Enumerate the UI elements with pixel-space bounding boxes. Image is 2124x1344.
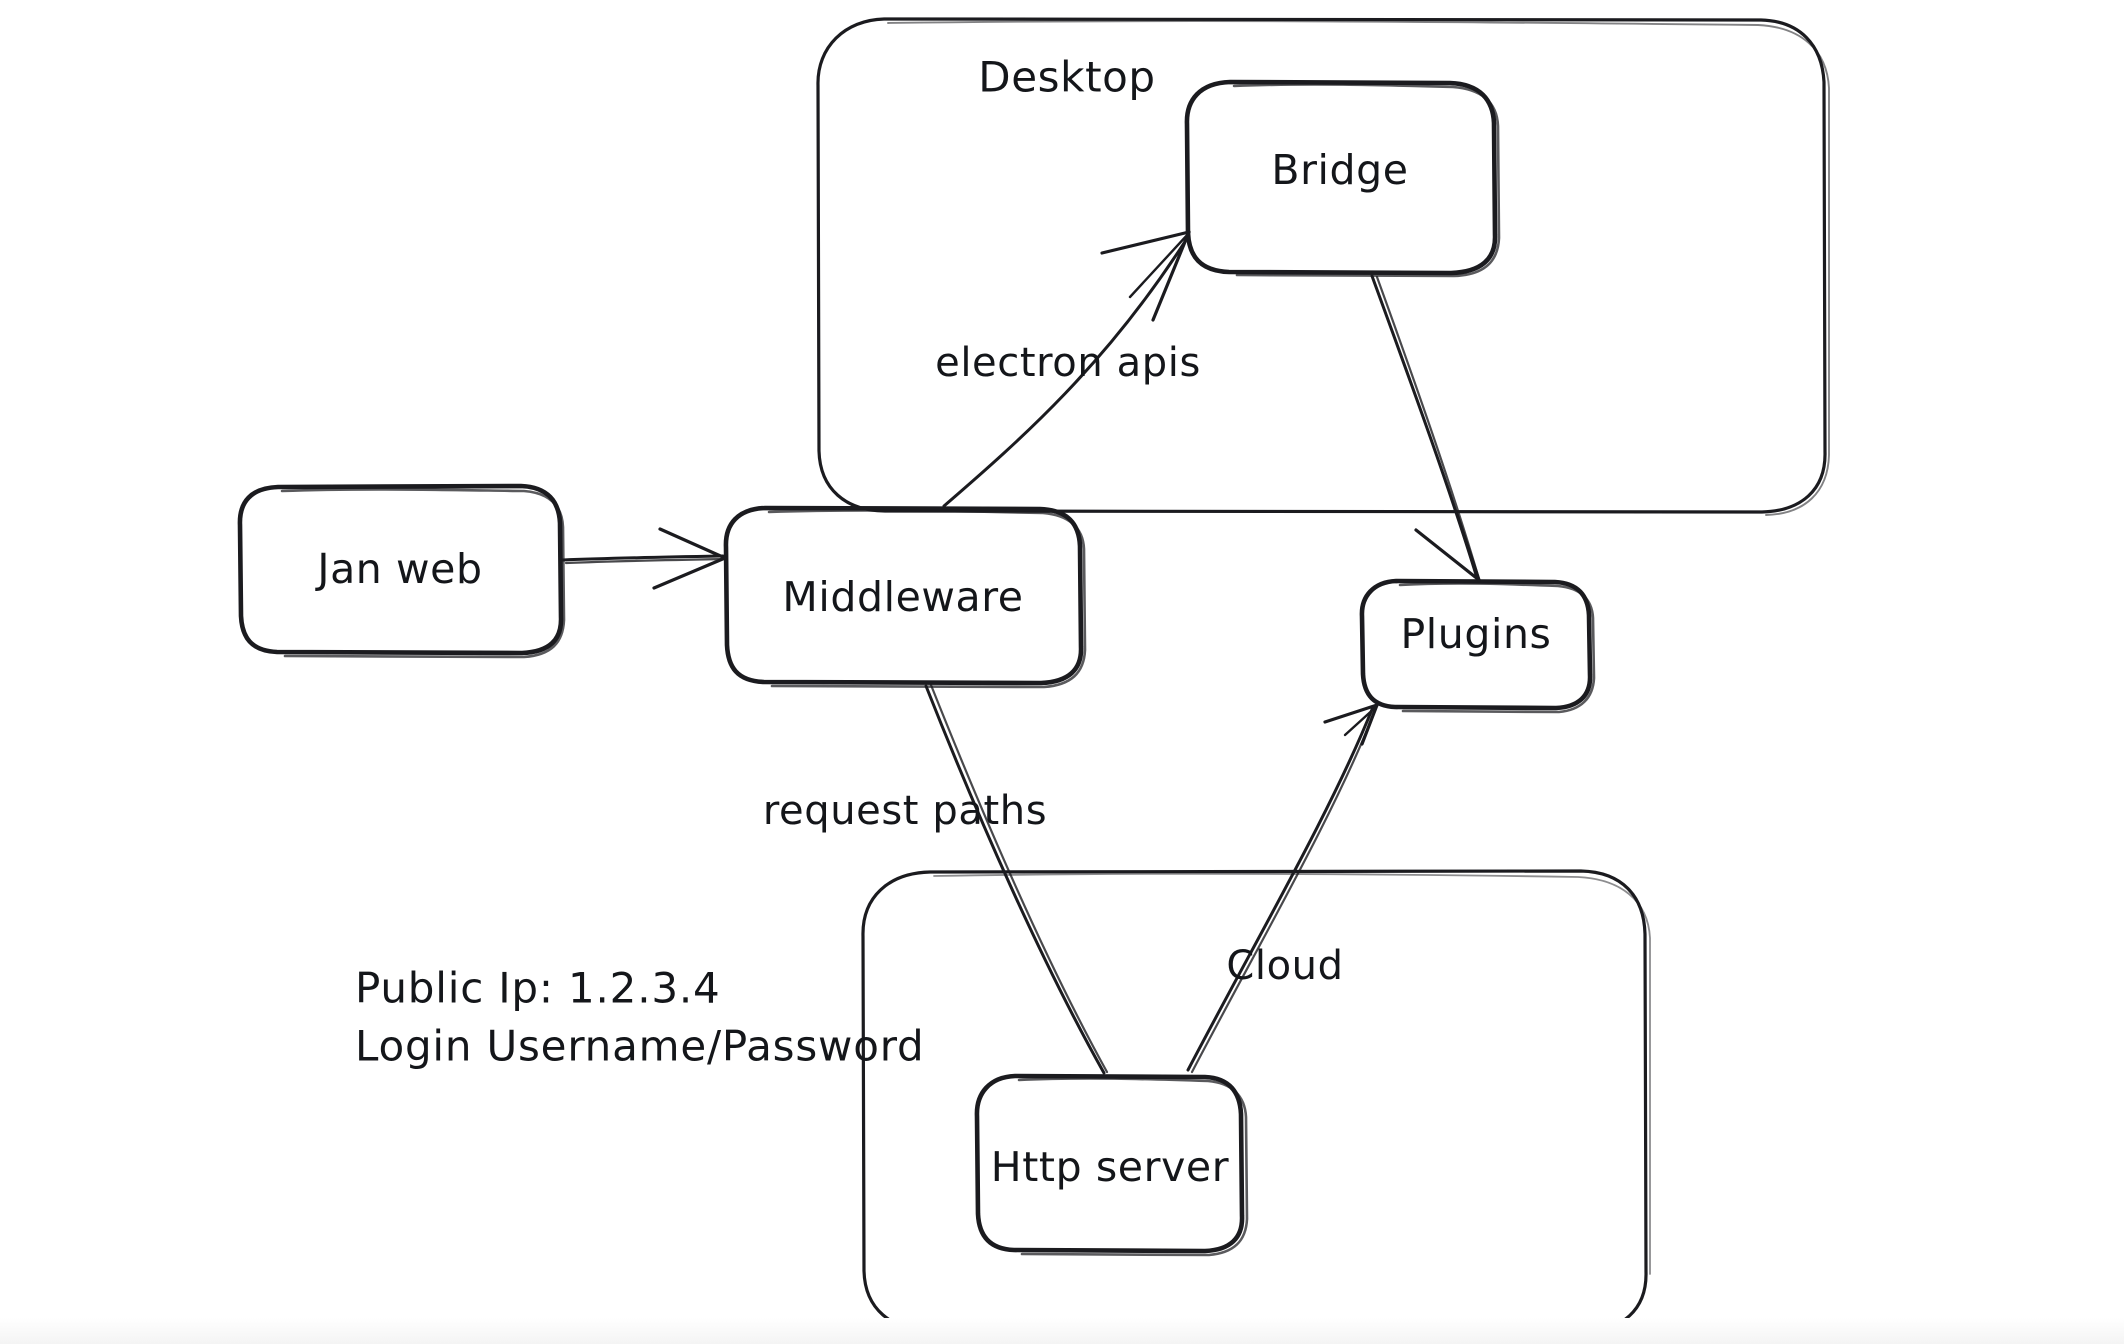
node-label-middleware: Middleware xyxy=(782,573,1023,621)
edge-label-cloud: Cloud xyxy=(1226,943,1343,989)
edge-label-request-paths: request paths xyxy=(763,788,1047,834)
node-jan-web[interactable]: Jan web xyxy=(237,483,566,659)
node-label-http-server: Http server xyxy=(991,1143,1229,1191)
note-line-login: Login Username/Password xyxy=(355,1022,925,1071)
node-http-server[interactable]: Http server xyxy=(974,1073,1249,1257)
node-bridge[interactable]: Bridge xyxy=(1184,79,1501,278)
node-middleware[interactable]: Middleware xyxy=(723,505,1087,689)
edge-janweb-to-middleware[interactable] xyxy=(561,527,727,590)
edge-middleware-to-bridge[interactable]: electron apis xyxy=(935,230,1201,508)
edge-middleware-to-httpserver[interactable]: request paths xyxy=(763,683,1109,1075)
node-label-jan-web: Jan web xyxy=(314,545,482,593)
node-label-bridge: Bridge xyxy=(1271,146,1408,194)
group-label-desktop: Desktop xyxy=(978,53,1155,102)
node-plugins[interactable]: Plugins xyxy=(1359,578,1596,714)
edge-httpserver-to-plugins[interactable]: Cloud xyxy=(1186,703,1379,1074)
edge-label-electron-apis: electron apis xyxy=(935,340,1201,386)
note-line-public-ip: Public Ip: 1.2.3.4 xyxy=(355,964,721,1013)
edge-bridge-to-plugins[interactable] xyxy=(1370,274,1481,582)
server-credentials-note: Public Ip: 1.2.3.4 Login Username/Passwo… xyxy=(355,964,925,1071)
node-label-plugins: Plugins xyxy=(1400,610,1551,658)
group-desktop[interactable]: Desktop xyxy=(816,17,1830,516)
